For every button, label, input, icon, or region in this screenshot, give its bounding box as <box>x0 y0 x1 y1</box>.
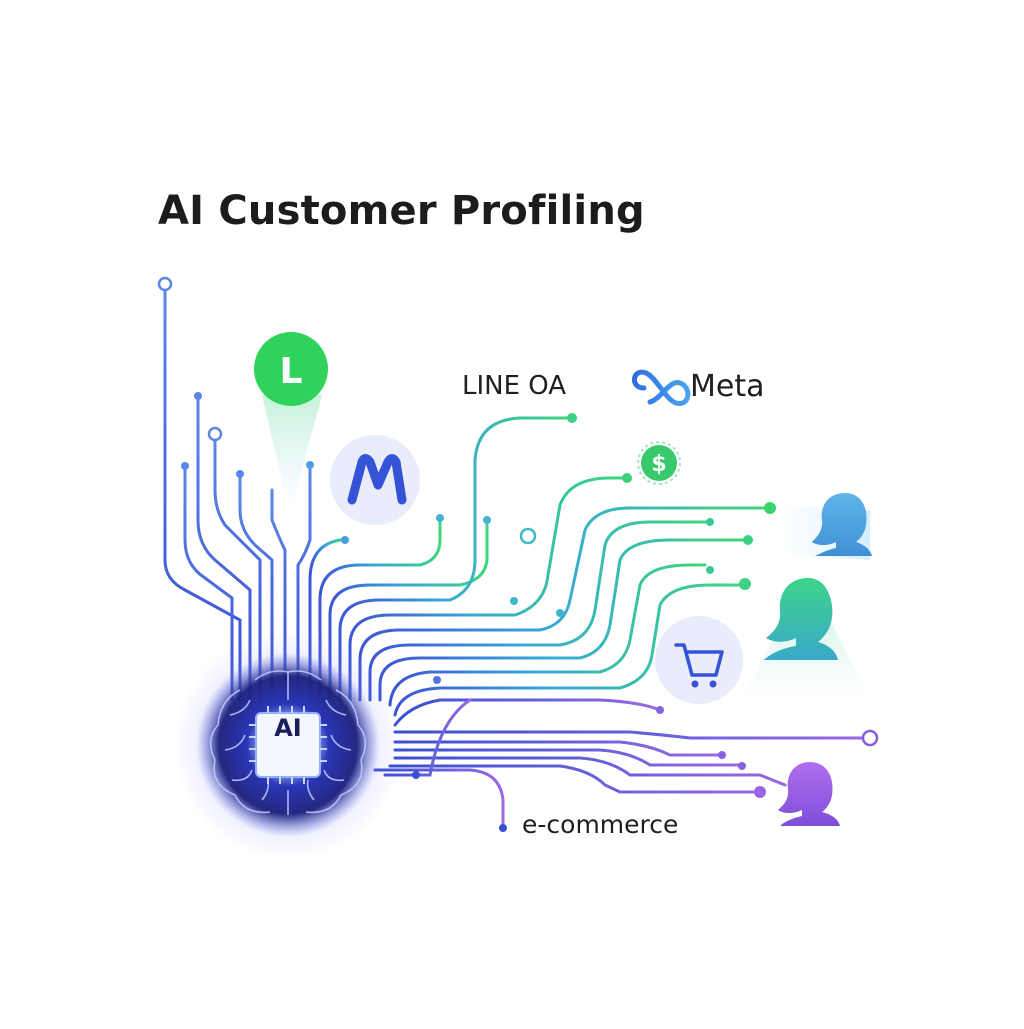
node-open-top <box>157 276 173 292</box>
node-dot <box>743 535 753 545</box>
customer-profile-green-icon <box>764 578 838 660</box>
node-dot <box>194 392 202 400</box>
dollar-coin-icon: $ <box>637 441 681 485</box>
node-open-left <box>207 426 223 442</box>
ai-core <box>173 630 403 860</box>
ai-chip <box>255 712 321 778</box>
node-dot <box>181 462 189 470</box>
ai-chip-label: AI <box>274 714 302 742</box>
shopping-cart-icon <box>655 616 743 704</box>
m-logo-icon <box>330 435 420 525</box>
node-dot <box>236 470 244 478</box>
node-dot <box>754 786 766 798</box>
line-app-icon: L <box>254 332 328 406</box>
node-dot <box>764 502 776 514</box>
node-dot <box>412 771 420 779</box>
meta-label: Meta <box>690 369 765 404</box>
node-dot <box>436 514 444 522</box>
node-dot <box>306 461 314 469</box>
node-dot <box>483 516 491 524</box>
customer-profile-blue-icon <box>812 493 872 556</box>
node-dot <box>499 824 507 832</box>
node-dot <box>739 578 751 590</box>
upper-traces <box>308 416 772 717</box>
trace-nodes <box>157 276 879 832</box>
node-dot <box>341 536 349 544</box>
node-dot <box>433 676 441 684</box>
dollar-symbol: $ <box>651 452 666 477</box>
chip-pins <box>249 706 327 784</box>
node-dot <box>738 762 746 770</box>
node-dot <box>706 518 714 526</box>
node-dot <box>656 706 664 714</box>
lower-traces <box>373 698 870 828</box>
node-dot <box>706 566 714 574</box>
line-badge-beam <box>262 395 322 515</box>
left-traces <box>163 288 312 702</box>
page-title: AI Customer Profiling <box>158 188 645 234</box>
node-open-right <box>861 729 879 747</box>
node-dot <box>622 473 632 483</box>
customer-profile-purple-icon <box>778 762 840 826</box>
node-dot <box>718 751 726 759</box>
node-open-mid <box>519 527 537 545</box>
line-icon-letter: L <box>280 351 303 392</box>
meta-logo-icon <box>632 369 691 406</box>
node-dot <box>567 413 577 423</box>
line-oa-label: LINE OA <box>462 371 567 401</box>
ecommerce-label: e-commerce <box>522 810 679 839</box>
node-dot <box>510 597 518 605</box>
brain-outline <box>209 670 367 815</box>
node-dot <box>556 609 564 617</box>
